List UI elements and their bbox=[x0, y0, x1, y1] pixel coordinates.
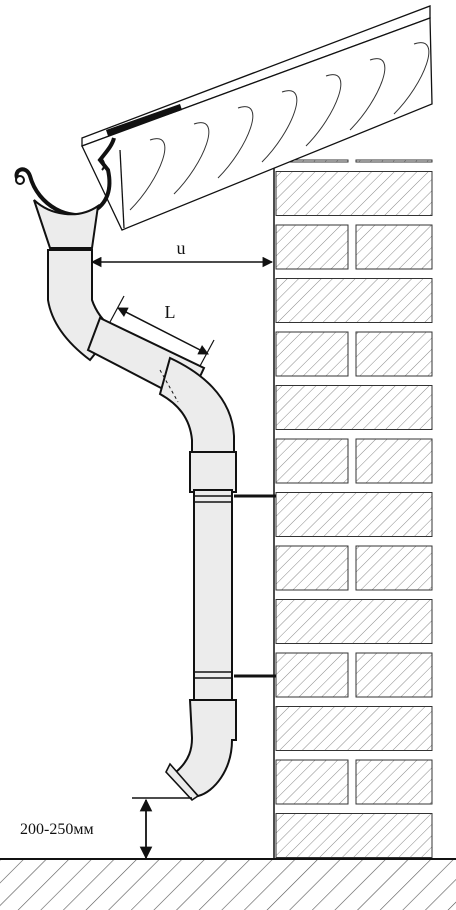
brick bbox=[355, 438, 433, 484]
roof-wave bbox=[261, 90, 298, 163]
brick bbox=[275, 706, 433, 751]
dimension-u: u bbox=[90, 238, 274, 268]
dimension-height: 200-250мм bbox=[20, 797, 192, 860]
brick bbox=[355, 224, 433, 270]
brick bbox=[275, 438, 349, 484]
brick bbox=[355, 652, 433, 698]
brick bbox=[275, 545, 349, 591]
brick-wall bbox=[273, 100, 456, 860]
brick bbox=[355, 331, 433, 377]
roof-wave bbox=[393, 42, 430, 115]
brick bbox=[355, 759, 433, 805]
roof-wave bbox=[129, 138, 166, 211]
brick bbox=[275, 278, 433, 323]
brick bbox=[355, 159, 433, 163]
brick bbox=[275, 385, 433, 430]
roof-wave bbox=[349, 58, 386, 131]
roof-wave bbox=[305, 74, 342, 147]
roof-eave bbox=[81, 5, 433, 231]
wall-brackets bbox=[234, 494, 276, 678]
ground bbox=[0, 858, 456, 910]
roof-wave bbox=[173, 122, 210, 195]
brick bbox=[275, 171, 433, 216]
brick bbox=[275, 331, 349, 377]
brick bbox=[275, 652, 349, 698]
brick bbox=[275, 813, 433, 858]
brick bbox=[275, 759, 349, 805]
label-height: 200-250мм bbox=[20, 821, 94, 838]
roof-wave bbox=[217, 106, 254, 179]
label-u: u bbox=[177, 238, 186, 258]
brick bbox=[275, 599, 433, 644]
downpipe bbox=[33, 199, 237, 802]
brick bbox=[275, 224, 349, 270]
label-l: L bbox=[165, 302, 176, 322]
brick bbox=[275, 492, 433, 537]
dimension-l: L bbox=[109, 295, 215, 367]
brick bbox=[355, 545, 433, 591]
